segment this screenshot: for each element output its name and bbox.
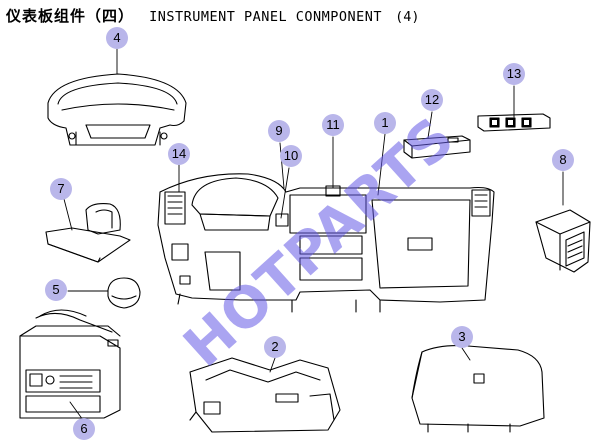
title-english: INSTRUMENT PANEL CONMPONENT — [149, 9, 383, 25]
leader-lines — [63, 47, 564, 421]
part-lower-panel — [189, 357, 341, 433]
callout-9: 9 — [268, 120, 290, 142]
callout-5: 5 — [45, 279, 67, 301]
part-switch-panel — [403, 135, 471, 159]
callout-6: 6 — [73, 418, 95, 440]
callout-3: 3 — [451, 326, 473, 348]
title-number: (4) — [395, 9, 420, 25]
part-glove-box — [411, 345, 545, 433]
callout-8: 8 — [552, 149, 574, 171]
part-round-cap — [107, 277, 141, 309]
part-tray — [45, 203, 131, 263]
callout-10: 10 — [280, 145, 302, 167]
callout-11: 11 — [322, 114, 344, 136]
callout-13: 13 — [503, 63, 525, 85]
diagram-title: 仪表板组件（四） INSTRUMENT PANEL CONMPONENT (4) — [6, 4, 420, 28]
callout-1: 1 — [374, 112, 396, 134]
part-instrument-panel — [157, 173, 495, 313]
callout-14: 14 — [168, 143, 190, 165]
part-switch-module — [477, 113, 551, 132]
title-chinese: 仪表板组件（四） — [6, 7, 135, 25]
part-audio-unit — [19, 309, 121, 419]
callout-2: 2 — [264, 336, 286, 358]
callout-7: 7 — [50, 178, 72, 200]
callout-12: 12 — [421, 89, 443, 111]
callout-4: 4 — [106, 27, 128, 49]
part-rear-vent — [535, 209, 591, 273]
part-cluster-hood — [47, 73, 187, 146]
